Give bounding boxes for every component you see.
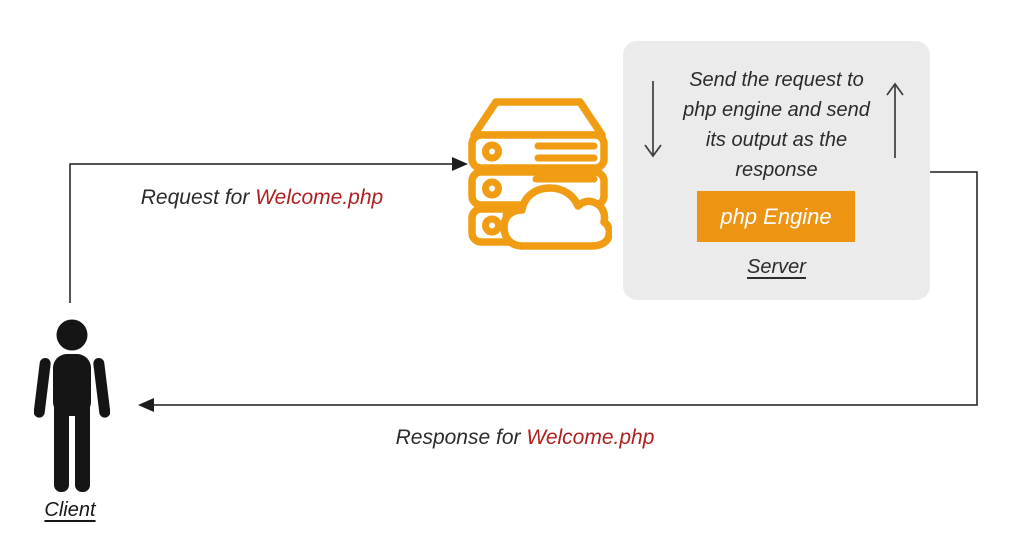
response-arrow-icon (138, 171, 978, 412)
client-label: Client (44, 499, 96, 521)
cloud-icon (500, 184, 612, 250)
server-note-line: response (735, 159, 818, 181)
up-arrow-icon (886, 82, 904, 158)
request-label-prefix: Request for (140, 186, 250, 209)
down-arrow-icon (644, 81, 662, 158)
server-stack-with-cloud-icon (468, 98, 612, 250)
server-label: Server (747, 256, 806, 278)
response-label-prefix: Response for (395, 426, 521, 449)
php-engine-box: php Engine (697, 191, 855, 242)
server-note-line: php engine and send (683, 99, 870, 121)
response-file-name: Welcome.php (526, 426, 655, 449)
request-file-name: Welcome.php (255, 186, 384, 209)
person-silhouette-icon (34, 319, 110, 492)
server-note-line: Send the request to (689, 69, 864, 91)
server-note: Send the request to php engine and send … (679, 65, 874, 185)
request-arrow-icon (69, 157, 468, 303)
server-panel: Send the request to php engine and send … (623, 41, 930, 300)
php-engine-label: php Engine (720, 203, 832, 229)
server-note-line: its output as the (705, 129, 848, 151)
